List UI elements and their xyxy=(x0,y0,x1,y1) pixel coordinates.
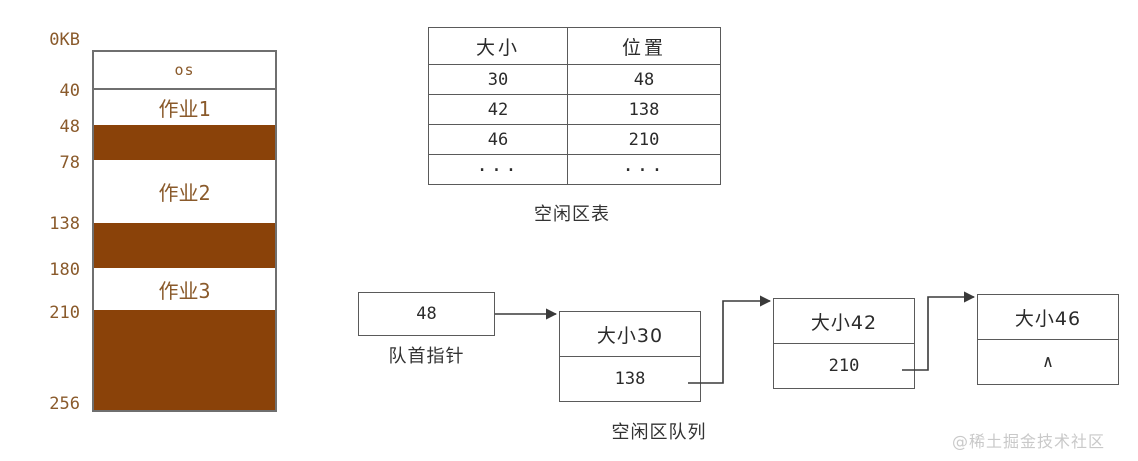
memory-block-label: 作业2 xyxy=(158,181,211,205)
axis-label-40: 40 xyxy=(59,81,80,101)
table-row: 30 48 xyxy=(428,64,721,95)
memory-block-label: os xyxy=(174,61,195,79)
axis-label-78: 78 xyxy=(59,153,80,173)
memory-block-job2: 作业2 xyxy=(94,160,275,223)
head-pointer-caption: 队首指针 xyxy=(388,346,465,367)
memory-block-free-210 xyxy=(94,310,275,410)
table-row: 46 210 xyxy=(428,124,721,155)
queue-node-size: 大小42 xyxy=(774,299,914,344)
head-pointer-box: 48 xyxy=(358,292,495,336)
free-area-table: 大小 位置 30 48 42 138 46 210 ··· ··· xyxy=(428,27,721,185)
free-area-queue-caption: 空闲区队列 xyxy=(611,422,707,443)
queue-node-1: 大小30 138 xyxy=(559,311,701,402)
memory-block-free-48 xyxy=(94,125,275,160)
queue-node-3: 大小46 ∧ xyxy=(977,294,1119,385)
queue-node-size: 大小30 xyxy=(560,312,700,357)
free-area-table-caption: 空闲区表 xyxy=(534,204,610,225)
axis-label-180: 180 xyxy=(49,260,80,280)
queue-node-2: 大小42 210 xyxy=(773,298,915,389)
axis-label-0kb: 0KB xyxy=(49,30,80,50)
head-pointer-value: 48 xyxy=(416,304,437,324)
axis-label-210: 210 xyxy=(49,303,80,323)
memory-block-label: 作业3 xyxy=(158,278,211,303)
axis-label-138: 138 xyxy=(49,214,80,234)
table-header-size: 大小 xyxy=(428,27,568,65)
queue-node-null-pointer: ∧ xyxy=(1042,352,1054,372)
axis-label-256: 256 xyxy=(49,394,80,414)
queue-node-size: 大小46 xyxy=(978,295,1118,340)
queue-node-next: 210 xyxy=(828,356,860,376)
table-cell-size: 42 xyxy=(428,94,568,125)
memory-block-job1: 作业1 xyxy=(94,90,275,125)
memory-block-label: 作业1 xyxy=(158,97,211,121)
table-row: ··· ··· xyxy=(428,154,721,185)
memory-block-os: os xyxy=(94,52,275,88)
table-cell-size-ellipsis: ··· xyxy=(428,154,568,185)
table-cell-location-ellipsis: ··· xyxy=(567,154,721,185)
memory-divider xyxy=(94,88,275,90)
memory-block-free-138 xyxy=(94,223,275,268)
table-cell-location: 48 xyxy=(567,64,721,95)
axis-label-48: 48 xyxy=(59,117,80,137)
queue-node-next: 138 xyxy=(614,369,646,389)
table-cell-size: 46 xyxy=(428,124,568,155)
memory-block-job3: 作业3 xyxy=(94,268,275,310)
memory-column: os 作业1 作业2 作业3 xyxy=(92,50,277,412)
table-header-row: 大小 位置 xyxy=(428,27,721,65)
memory-allocation-diagram: 0KB 40 48 78 138 180 210 256 os 作业1 作业2 … xyxy=(0,0,330,461)
watermark: @稀土掘金技术社区 xyxy=(952,432,1106,451)
free-area-table-grid: 大小 位置 30 48 42 138 46 210 ··· ··· xyxy=(428,27,721,185)
